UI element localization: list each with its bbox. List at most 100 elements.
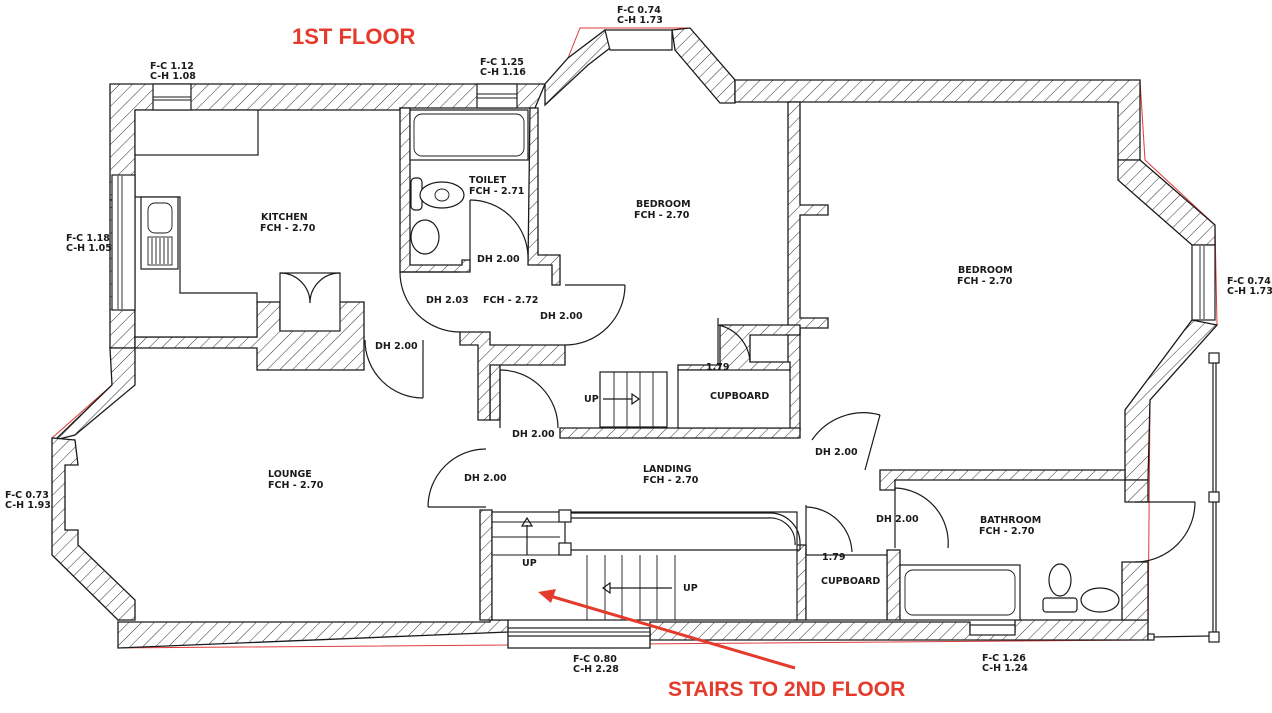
door-bedroom-1[interactable] bbox=[564, 284, 626, 346]
room-kitchen: KITCHEN FCH - 2.70 bbox=[260, 212, 316, 234]
room-cupboard-1: CUPBOARD 1.79 bbox=[706, 362, 769, 402]
external-balustrade bbox=[1147, 352, 1220, 643]
wall-stairs-left bbox=[479, 509, 493, 621]
stairs-to-2nd-floor[interactable] bbox=[491, 509, 801, 621]
svg-text:F-C 1.18: F-C 1.18 bbox=[66, 233, 110, 244]
door-bathroom[interactable] bbox=[894, 487, 949, 549]
svg-text:C-H 1.16: C-H 1.16 bbox=[480, 67, 526, 78]
wall-landing-top bbox=[559, 427, 801, 439]
door-height-landing-lounge: DH 2.00 bbox=[464, 473, 507, 484]
window-toilet-top bbox=[476, 83, 518, 109]
kitchen-worktop-top bbox=[134, 109, 259, 156]
svg-text:FCH - 2.70: FCH - 2.70 bbox=[268, 480, 324, 491]
window-label-lounge-bay: F-C 0.73 C-H 1.93 bbox=[5, 490, 51, 511]
door-hall-left[interactable] bbox=[399, 271, 461, 333]
svg-text:F-C 0.74: F-C 0.74 bbox=[1227, 276, 1271, 287]
window-label-kitchen-left: F-C 1.18 C-H 1.05 bbox=[66, 233, 112, 254]
door-height-bedroom-1: DH 2.00 bbox=[540, 311, 583, 322]
door-height-bedroom-2: DH 2.00 bbox=[815, 447, 858, 458]
bathtub-bathroom-inner bbox=[904, 569, 1016, 616]
svg-text:F-C 0.74: F-C 0.74 bbox=[617, 5, 661, 16]
door-landing-upper[interactable] bbox=[499, 369, 559, 429]
svg-text:BEDROOM: BEDROOM bbox=[958, 265, 1013, 276]
svg-text:C-H 2.28: C-H 2.28 bbox=[573, 664, 619, 675]
wall-bay-top bbox=[544, 28, 611, 107]
hallway-fch: FCH - 2.72 bbox=[483, 295, 538, 306]
stairs-lower-right-label: UP bbox=[683, 583, 698, 594]
window-label-toilet-top: F-C 1.25 C-H 1.16 bbox=[480, 57, 526, 78]
wall-bedroom-bathroom bbox=[879, 469, 1126, 491]
room-bathroom: BATHROOM FCH - 2.70 bbox=[979, 515, 1041, 537]
door-cupboard-1[interactable] bbox=[717, 318, 751, 365]
svg-text:BATHROOM: BATHROOM bbox=[980, 515, 1041, 526]
window-label-bay-top: F-C 0.74 C-H 1.73 bbox=[617, 5, 663, 26]
door-external-balcony[interactable] bbox=[1134, 501, 1196, 563]
wall-left-lounge-upper bbox=[52, 347, 136, 442]
wall-bay-right bbox=[1117, 159, 1216, 246]
wall-bay-top-window bbox=[604, 29, 673, 51]
svg-text:CUPBOARD: CUPBOARD bbox=[710, 391, 769, 402]
window-kitchen-left bbox=[111, 174, 136, 311]
svg-text:F-C 1.26: F-C 1.26 bbox=[982, 653, 1026, 664]
svg-text:FCH - 2.70: FCH - 2.70 bbox=[634, 210, 690, 221]
door-height-bathroom: DH 2.00 bbox=[876, 514, 919, 525]
svg-text:FCH - 2.70: FCH - 2.70 bbox=[643, 475, 699, 486]
wall-bay-right-lower bbox=[1124, 319, 1219, 481]
wall-bedrooms-divider bbox=[787, 101, 829, 431]
stairs-annotation-arrow bbox=[538, 589, 796, 670]
cupboard-2[interactable] bbox=[805, 554, 888, 621]
svg-text:KITCHEN: KITCHEN bbox=[261, 212, 308, 223]
window-landing-bottom bbox=[507, 627, 651, 637]
svg-text:FCH - 2.71: FCH - 2.71 bbox=[469, 186, 524, 197]
room-bedroom-2: BEDROOM FCH - 2.70 bbox=[957, 265, 1013, 287]
svg-text:CUPBOARD: CUPBOARD bbox=[821, 576, 880, 587]
door-height-hall-left: DH 2.03 bbox=[426, 295, 469, 306]
door-height-toilet: DH 2.00 bbox=[477, 254, 520, 265]
bathtub-bathroom bbox=[899, 564, 1021, 621]
bathroom-basin bbox=[1080, 587, 1120, 613]
wall-bottom bbox=[117, 619, 509, 649]
room-toilet: TOILET FCH - 2.71 bbox=[469, 175, 524, 197]
sink-drainer bbox=[147, 236, 173, 266]
bathtub-toilet-room bbox=[409, 109, 529, 161]
svg-text:C-H 1.73: C-H 1.73 bbox=[617, 15, 663, 26]
wall-bathroom-right bbox=[1124, 479, 1149, 503]
door-cupboard-2[interactable] bbox=[805, 505, 853, 555]
svg-text:F-C 1.25: F-C 1.25 bbox=[480, 57, 524, 68]
door-bedroom-2[interactable] bbox=[811, 412, 881, 471]
svg-text:1.79: 1.79 bbox=[822, 552, 845, 563]
wall-cupboard2-right bbox=[886, 549, 901, 621]
door-landing-lounge[interactable] bbox=[427, 448, 487, 508]
window-label-landing-bottom: F-C 0.80 C-H 2.28 bbox=[573, 654, 619, 675]
svg-text:TOILET: TOILET bbox=[469, 175, 507, 186]
wall-bay-top-right bbox=[671, 27, 736, 104]
wall-bay-left bbox=[51, 437, 136, 621]
svg-text:LOUNGE: LOUNGE bbox=[268, 469, 312, 480]
svg-text:BEDROOM: BEDROOM bbox=[636, 199, 691, 210]
svg-text:C-H 1.08: C-H 1.08 bbox=[150, 71, 196, 82]
svg-text:C-H 1.05: C-H 1.05 bbox=[66, 243, 112, 254]
room-cupboard-2: CUPBOARD 1.79 bbox=[821, 552, 880, 587]
svg-text:F-C 1.12: F-C 1.12 bbox=[150, 61, 194, 72]
room-lounge: LOUNGE FCH - 2.70 bbox=[268, 469, 324, 491]
cupboard-1[interactable] bbox=[677, 369, 791, 429]
svg-text:FCH - 2.70: FCH - 2.70 bbox=[260, 223, 316, 234]
door-height-lounge: DH 2.00 bbox=[375, 341, 418, 352]
door-height-landing-upper: DH 2.00 bbox=[512, 429, 555, 440]
room-bedroom-1: BEDROOM FCH - 2.70 bbox=[634, 199, 691, 221]
window-label-kitchen-top: F-C 1.12 C-H 1.08 bbox=[150, 61, 196, 82]
wall-bathroom-right-lower bbox=[1121, 561, 1149, 621]
door-toilet[interactable] bbox=[469, 199, 529, 260]
svg-text:F-C 0.73: F-C 0.73 bbox=[5, 490, 49, 501]
door-lounge[interactable] bbox=[364, 339, 424, 399]
svg-text:F-C 0.80: F-C 0.80 bbox=[573, 654, 617, 665]
window-label-bedroom-right: F-C 0.74 C-H 1.73 bbox=[1227, 276, 1272, 297]
svg-text:1.79: 1.79 bbox=[706, 362, 729, 373]
svg-text:C-H 1.93: C-H 1.93 bbox=[5, 500, 51, 511]
stairs-annotation-label: STAIRS TO 2ND FLOOR bbox=[668, 678, 905, 701]
window-kitchen-top bbox=[152, 83, 192, 111]
kitchen-cabinet-doors[interactable] bbox=[279, 272, 341, 332]
toilet-wc bbox=[410, 177, 465, 211]
sink-bowl bbox=[147, 202, 173, 234]
